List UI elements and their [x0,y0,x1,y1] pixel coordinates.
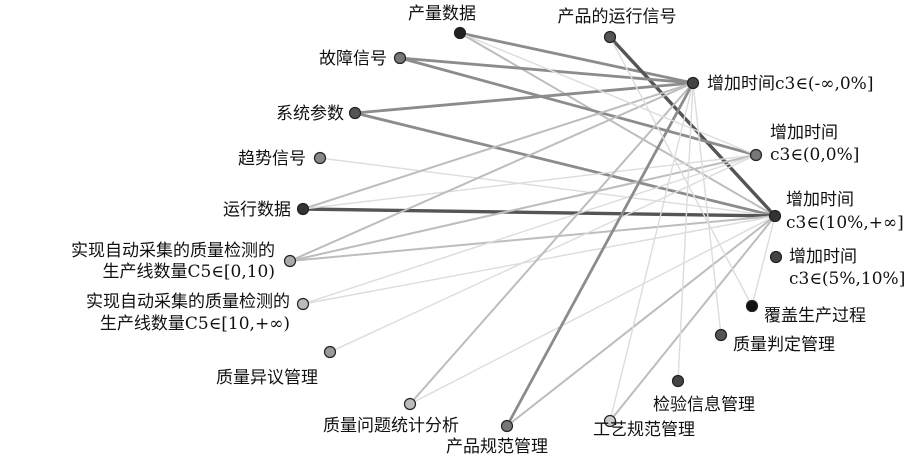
node-label-line: 趋势信号 [238,149,306,169]
node-n10 [403,397,417,411]
node-label-n17: 增加时间 c3∈(10%,+∞] [786,190,904,233]
edge-n12-n19 [609,82,694,422]
node-label-line: 增加时间 [789,247,857,267]
node-label-line: 系统参数 [276,104,344,124]
node-n8 [296,297,310,311]
node-label-line: 工艺规范管理 [593,420,695,440]
edge-n1-n17 [459,32,776,217]
edge-n10-n19 [409,82,694,405]
edge-layer [289,31,777,428]
edge-n11-n19 [505,81,695,428]
node-label-line: 实现自动采集的质量检测的 [86,292,290,312]
node-label-line: 质量问题统计分析 [323,416,459,436]
node-label-n3: 故障信号 [319,49,387,69]
node-label-n10: 质量问题统计分析 [323,416,459,436]
node-label-line: c3∈(5%,10%] [789,269,905,289]
node-label-line: 生产线数量C5∈[10,+∞) [100,314,290,334]
node-layer [283,26,783,433]
node-label-n4: 系统参数 [276,104,344,124]
edge-n6-n19 [302,82,694,210]
edge-n13-n19 [677,82,694,382]
edge-n6-n17 [301,207,777,218]
edge-n14-n19 [692,82,722,336]
node-label-line: 覆盖生产过程 [764,306,866,326]
node-label-n14: 质量判定管理 [733,335,835,355]
node-n15 [745,299,759,313]
node-label-n8: 实现自动采集的质量检测的生产线数量C5∈[10,+∞) [86,292,290,334]
node-label-n5: 趋势信号 [238,149,306,169]
node-label-line: 故障信号 [319,49,387,69]
node-label-n6: 运行数据 [223,200,291,220]
node-label-line: 增加时间 [770,123,838,143]
edge-n4-n17 [353,111,777,218]
edge-n1-n18 [459,32,757,156]
edge-n7-n19 [289,82,694,262]
edge-n15-n17 [751,215,776,307]
node-n14 [714,328,728,342]
node-label-line: 质量判定管理 [733,335,835,355]
node-n1 [453,26,467,40]
edge-n6-n18 [302,154,757,210]
edge-n1-n19 [458,31,695,85]
node-n7 [283,254,297,268]
node-label-line: c3∈(0,0%] [770,145,859,165]
node-n13 [671,374,685,388]
node-n4 [348,106,362,120]
label-layer: 产量数据产品的运行信号故障信号系统参数趋势信号运行数据实现自动采集的质量检测的生… [71,4,905,457]
node-label-line: c3∈(10%,+∞] [786,213,904,233]
edge-n10-n17 [409,215,776,405]
node-label-n15: 覆盖生产过程 [764,306,866,326]
node-label-line: 实现自动采集的质量检测的 [71,241,275,261]
node-n19 [686,76,700,90]
node-label-n9: 质量异议管理 [216,368,318,388]
edge-n7-n17 [289,215,776,262]
edge-n2-n15 [609,36,753,307]
node-n18 [749,148,763,162]
node-label-line: 产品规范管理 [446,437,548,457]
node-label-n13: 检验信息管理 [653,395,755,415]
node-label-line: 检验信息管理 [653,395,755,415]
node-n9 [323,345,337,359]
node-n2 [603,30,617,44]
node-label-n12: 工艺规范管理 [593,420,695,440]
node-label-line: 生产线数量C5∈[0,10) [102,262,275,282]
node-n3 [393,51,407,65]
edge-n2-n17 [608,35,777,218]
edge-n11-n17 [506,215,776,427]
edge-n12-n17 [609,215,776,422]
edge-n8-n17 [302,215,776,305]
edge-n8-n18 [302,154,757,305]
node-n5 [313,151,327,165]
edge-n7-n18 [289,154,757,262]
edge-n3-n19 [398,56,695,85]
node-label-n7: 实现自动采集的质量检测的生产线数量C5∈[0,10) [71,241,275,282]
node-label-n1: 产量数据 [408,4,476,24]
node-n17 [768,209,782,223]
edge-n3-n18 [398,56,758,157]
node-label-line: 产量数据 [408,4,476,24]
node-label-line: 产品的运行信号 [558,7,677,27]
node-label-n19: 增加时间c3∈(-∞,0%] [707,74,873,94]
node-label-n2: 产品的运行信号 [558,7,677,27]
node-label-line: 质量异议管理 [216,368,318,388]
node-n16 [769,250,783,264]
node-n12 [603,414,617,428]
node-n6 [296,202,310,216]
node-label-line: 运行数据 [223,200,291,220]
node-label-n11: 产品规范管理 [446,437,548,457]
node-label-line: 增加时间 [786,190,854,210]
node-n11 [500,419,514,433]
node-label-line: 增加时间c3∈(-∞,0%] [707,74,873,94]
